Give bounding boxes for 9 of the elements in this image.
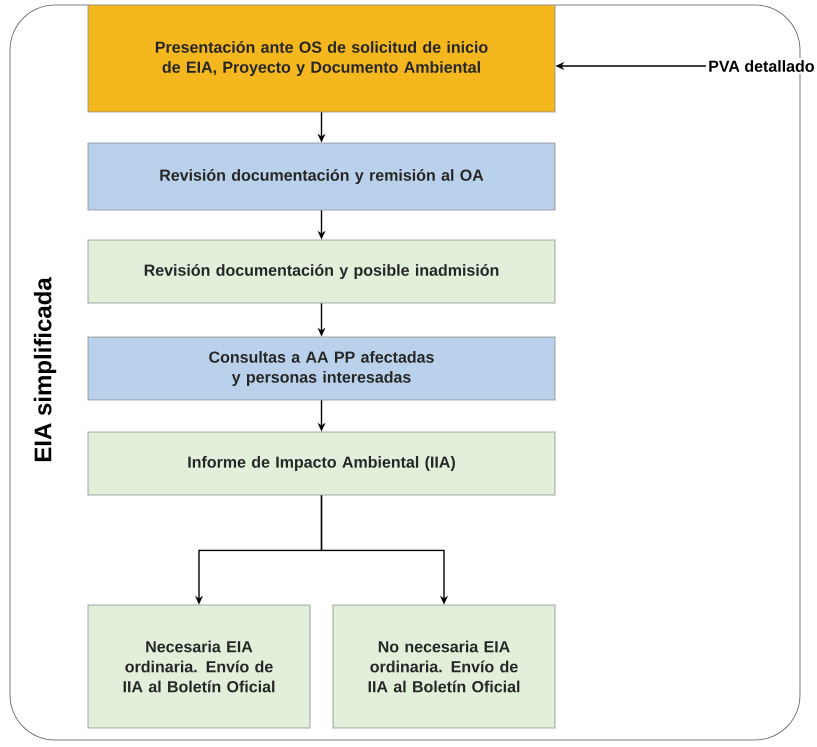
process-box: Presentación ante OS de solicitud de inicio de EIA, Proyecto y Documento Ambiental <box>88 4 556 112</box>
frame-title: EIA simplificada <box>34 277 56 462</box>
outcome-box: Necesaria EIA ordinaria. Envío de IIA al Boletín Oficial <box>88 604 310 728</box>
outcome-box: No necesaria EIA ordinaria. Envío de IIA al Boletín Oficial <box>332 604 556 728</box>
side-label: PVA detallado <box>706 58 817 74</box>
process-box: Revisión documentación y posible inadmisión <box>88 240 556 304</box>
process-box: Consultas a AA PP afectadas y personas interesadas <box>88 336 556 400</box>
process-box: Revisión documentación y remisión al OA <box>88 142 556 210</box>
process-box: Informe de Impacto Ambiental (IIA) <box>88 432 556 496</box>
